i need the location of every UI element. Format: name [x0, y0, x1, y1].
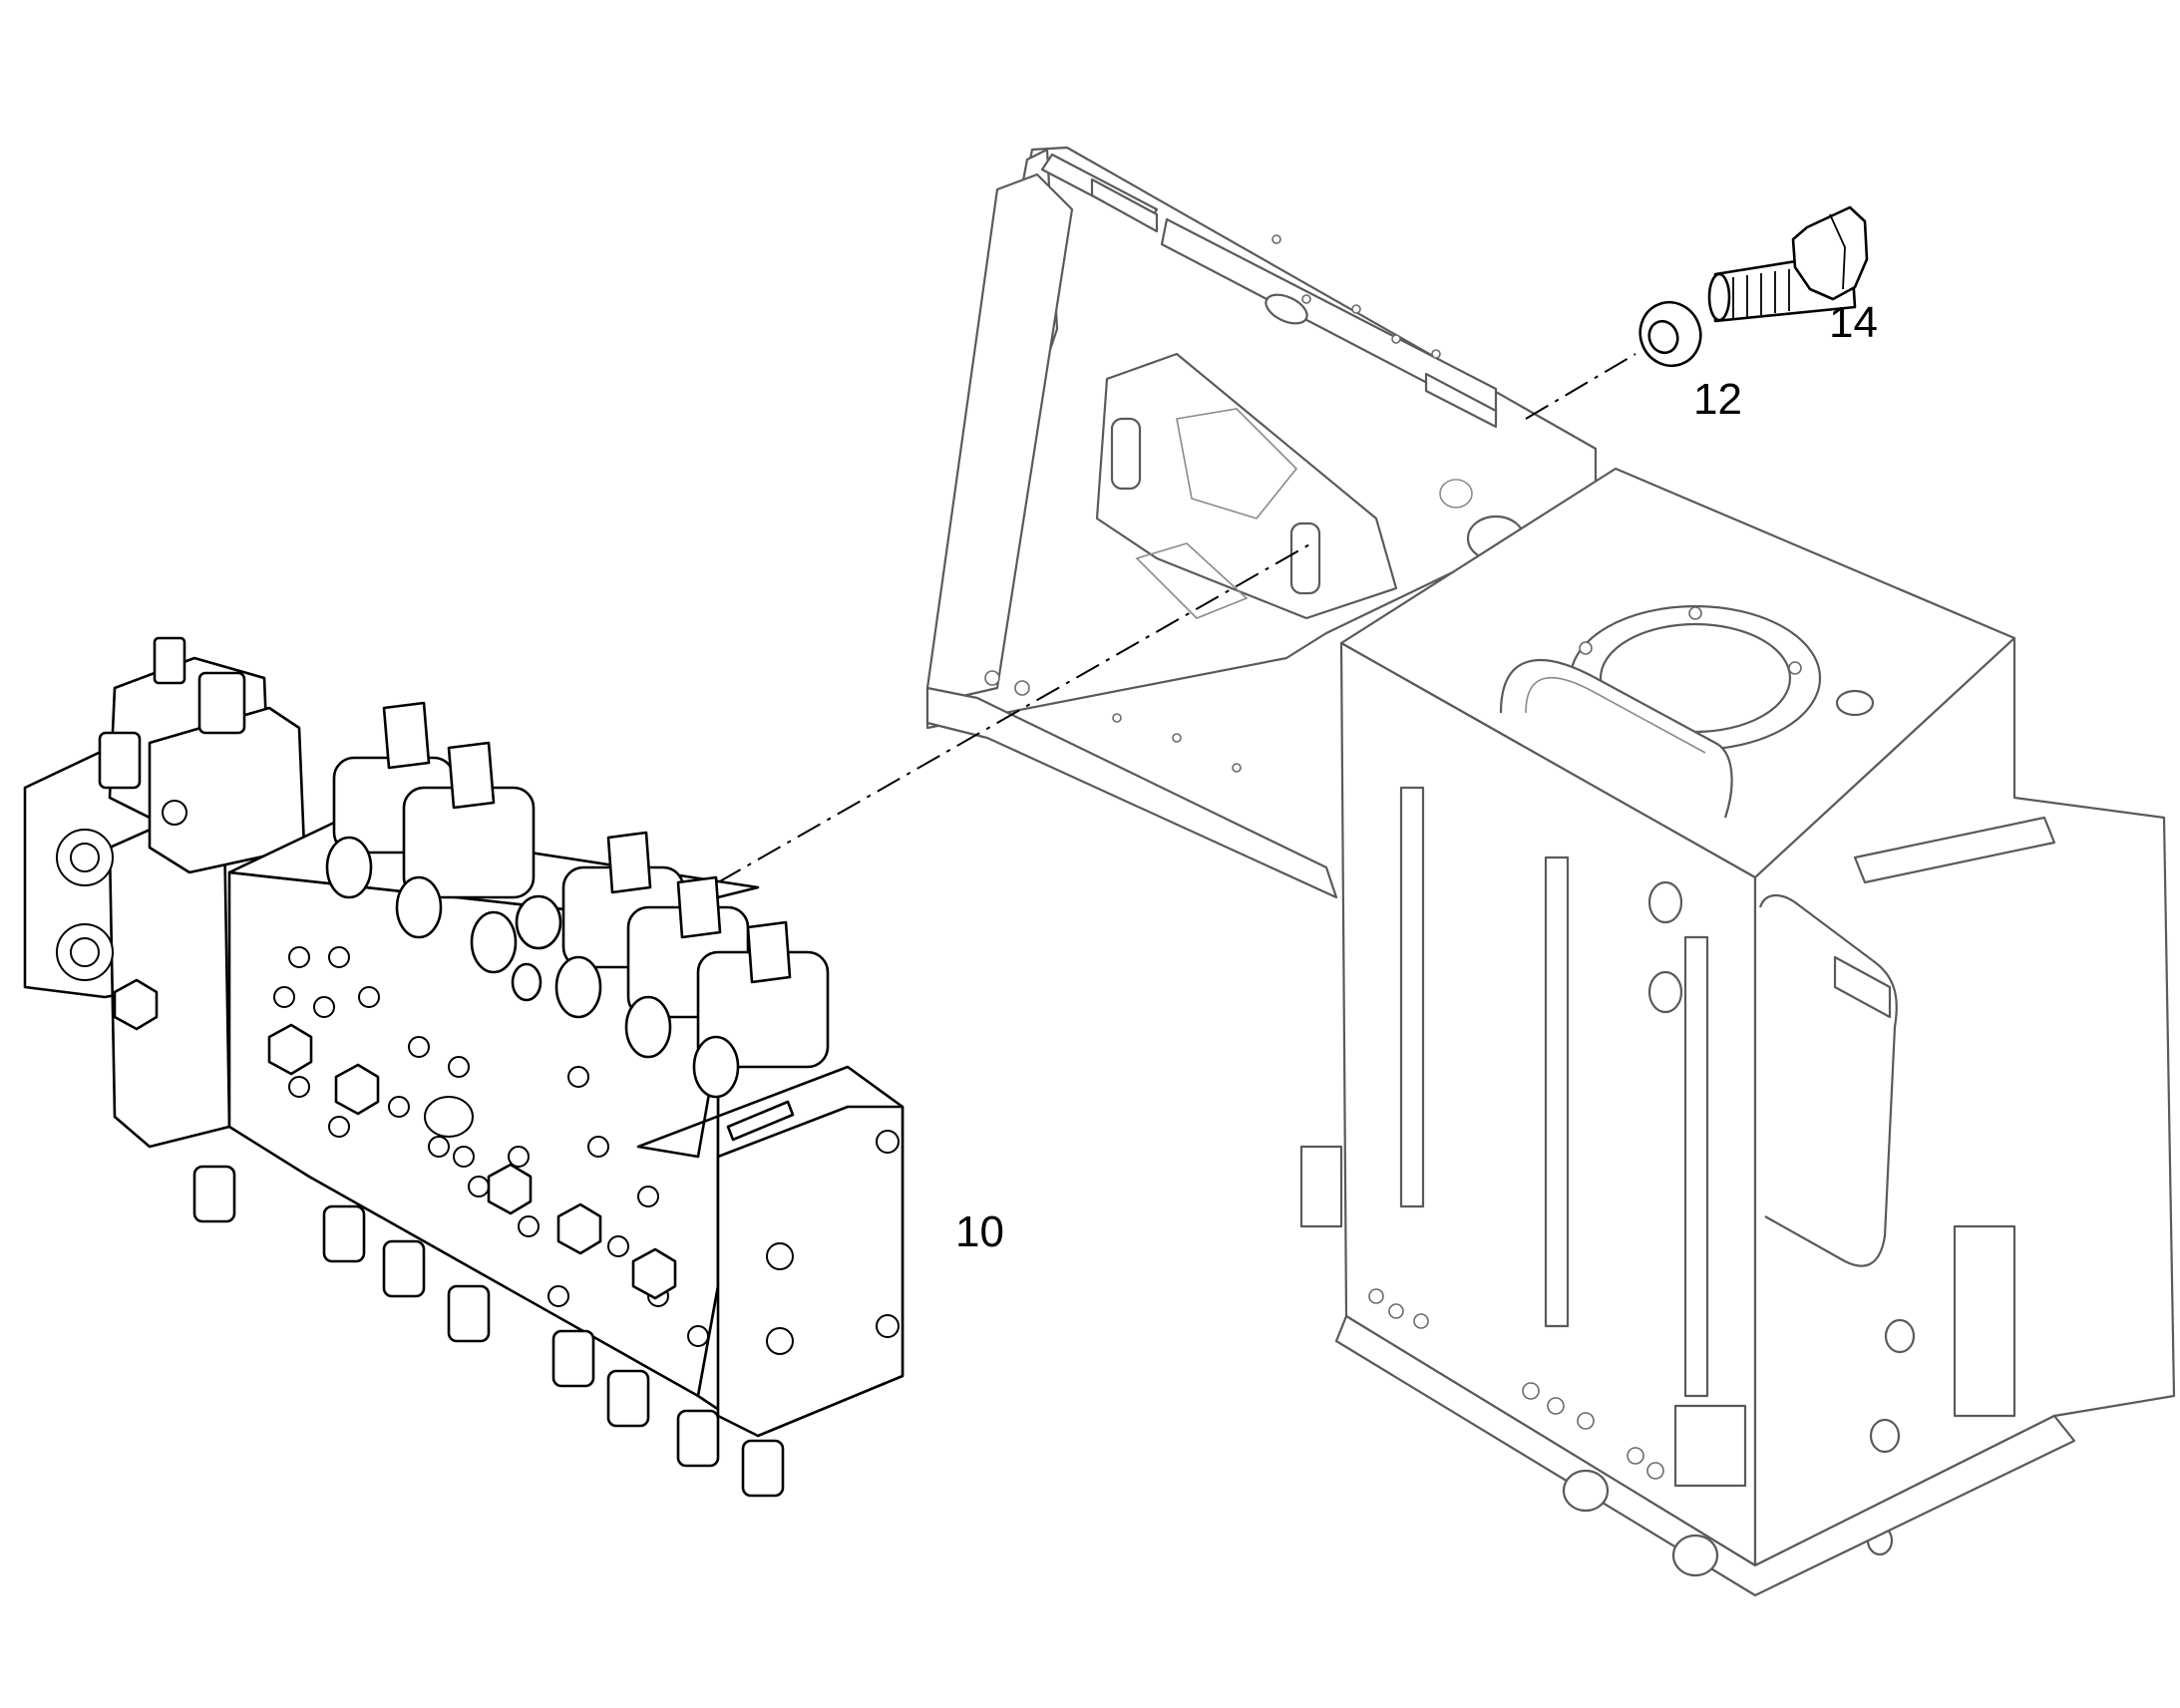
bottom-fittings	[192, 1165, 785, 1498]
hex-bolt-icon	[1707, 205, 1869, 323]
plug-fittings	[325, 836, 740, 1099]
callouts: 10 12 14	[955, 298, 1878, 1256]
washer-icon	[1638, 300, 1702, 368]
callout-10: 10	[955, 1207, 1004, 1256]
valve-face-holes	[273, 946, 709, 1347]
assembly-lines	[717, 353, 1636, 883]
control-valve-block-icon	[23, 636, 905, 1498]
callout-14: 14	[1829, 298, 1878, 347]
callout-12: 12	[1693, 375, 1742, 424]
frame-assembly	[925, 146, 2176, 1597]
